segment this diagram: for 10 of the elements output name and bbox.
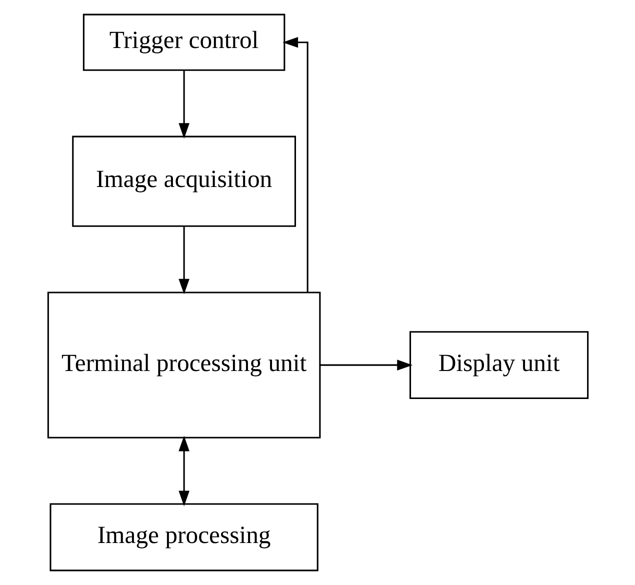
arrow bbox=[320, 360, 412, 370]
node-box: Display unit bbox=[408, 331, 588, 400]
node-box: Terminal processing unit bbox=[46, 292, 320, 438]
node-box: Image processing bbox=[49, 503, 318, 572]
node-box: Trigger control bbox=[82, 14, 285, 71]
arrow bbox=[178, 70, 189, 139]
arrow bbox=[178, 226, 189, 294]
arrow bbox=[178, 436, 189, 506]
arrow bbox=[282, 36, 308, 292]
node-box: Image acquisition bbox=[72, 136, 296, 227]
